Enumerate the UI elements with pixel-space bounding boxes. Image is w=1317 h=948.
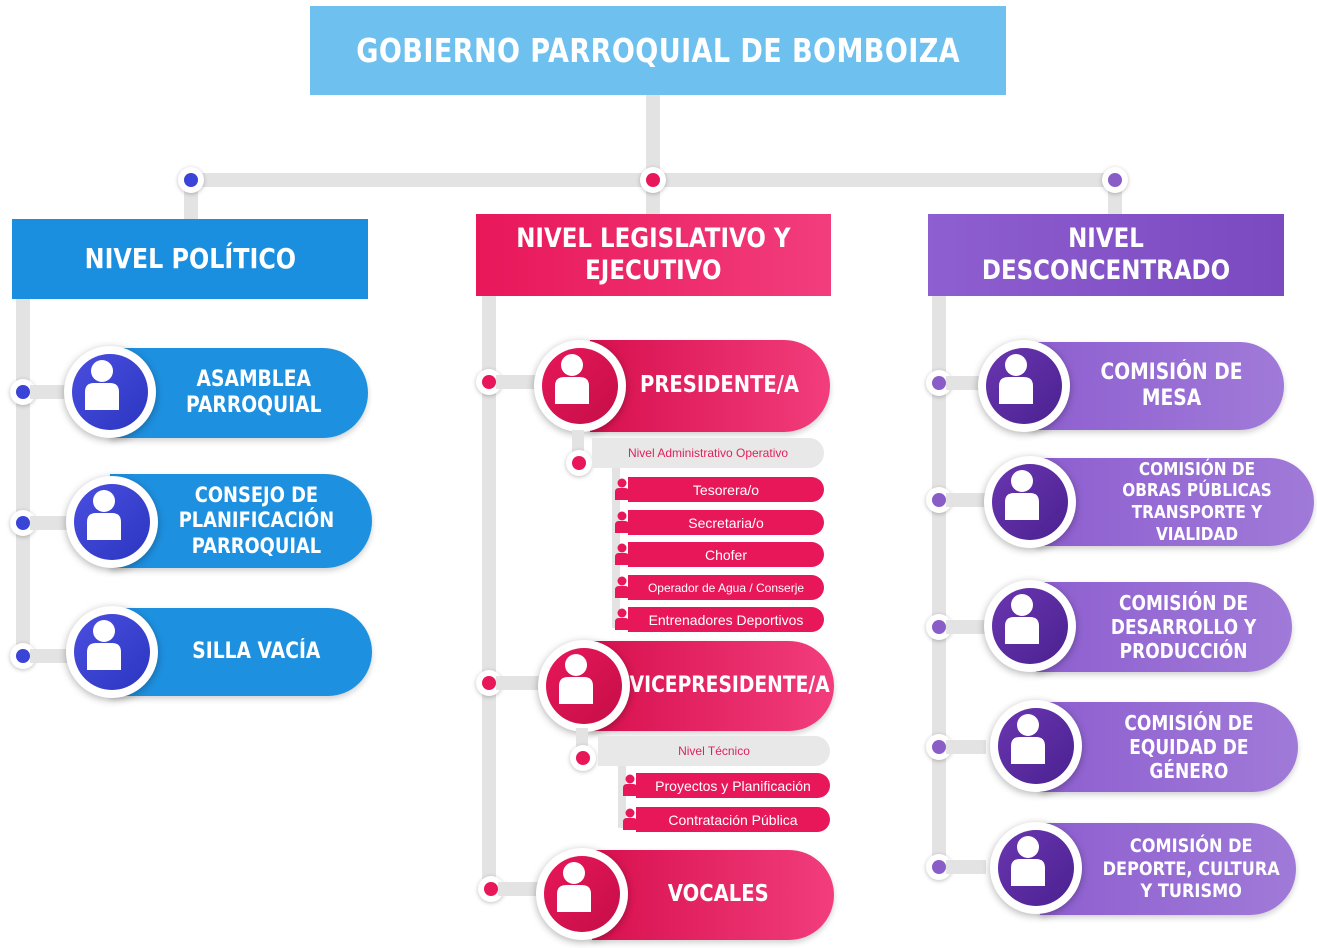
tecnico-item-contratacion: Contratación Pública [636,807,830,832]
connector-title-down [646,90,660,182]
admin-item-operador: Operador de Agua / Conserje [628,575,824,600]
desconcentrado-branch [946,860,986,874]
person-icon [984,580,1076,672]
admin-item-chofer: Chofer [628,542,824,567]
politico-item-silla-vacia: SILLA VACÍA [110,608,372,696]
desconcentrado-item-dot [926,614,952,640]
legislativo-spine [482,296,496,892]
person-icon [615,543,629,565]
person-icon [623,774,637,796]
tecnico-dot [570,745,596,771]
desconcentrado-branch [946,493,986,507]
person-icon [990,822,1082,914]
person-icon [66,476,158,568]
admin-item-secretaria: Secretaria/o [628,510,824,535]
person-icon [536,848,628,940]
admin-item-tesorera: Tesorera/o [628,477,824,502]
politico-branch [30,649,74,663]
person-icon [66,606,158,698]
desconcentrado-branch [946,620,986,634]
admin-spine [612,468,620,628]
politico-branch [30,385,74,399]
tecnico-level-header: Nivel Técnico [598,736,830,766]
person-icon [615,608,629,630]
legislativo-branch [498,882,542,896]
politico-branch [30,516,74,530]
desconcentrado-top-dot [1102,167,1128,193]
person-icon [64,346,156,438]
person-icon [615,478,629,500]
legislativo-branch [496,375,540,389]
desconcentrado-item-equidad: COMISIÓN DE EQUIDAD DE GÉNERO [1040,702,1298,792]
desconcentrado-item-deporte: COMISIÓN DE DEPORTE, CULTURA Y TURISMO [1040,823,1296,915]
person-icon [978,340,1070,432]
title-banner: GOBIERNO PARROQUIAL DE BOMBOIZA [310,6,1006,95]
person-icon [615,576,629,598]
desconcentrado-branch [946,376,986,390]
person-icon [615,511,629,533]
legislativo-top-dot [640,167,666,193]
legislativo-item-presidente: PRESIDENTE/A [590,340,830,432]
person-icon [984,456,1076,548]
legislativo-branch [496,676,540,690]
politico-spine [16,298,30,658]
header-nivel-politico: NIVEL POLÍTICO [12,219,368,299]
admin-level-header: Nivel Administrativo Operativo [592,438,824,468]
person-icon [538,640,630,732]
person-icon [623,808,637,830]
legislativo-item-vicepresidente: VICEPRESIDENTE/A [590,641,834,731]
desconcentrado-item-mesa: COMISIÓN DE MESA [1030,342,1284,430]
person-icon [990,700,1082,792]
page-title: GOBIERNO PARROQUIAL DE BOMBOIZA [356,31,960,70]
person-icon [534,340,626,432]
desconcentrado-branch [946,740,986,754]
desconcentrado-item-obras: COMISIÓN DE OBRAS PÚBLICAS TRANSPORTE Y … [1036,458,1314,546]
politico-top-dot [178,167,204,193]
admin-dot [566,450,592,476]
tecnico-item-proyectos: Proyectos y Planificación [636,773,830,798]
politico-item-dot [10,379,36,405]
header-nivel-legislativo: NIVEL LEGISLATIVO Y EJECUTIVO [476,214,831,296]
admin-item-entrenadores: Entrenadores Deportivos [628,607,824,632]
politico-item-asamblea: ASAMBLEA PARROQUIAL [110,348,368,438]
tecnico-spine [618,762,626,828]
desconcentrado-spine [932,296,946,868]
desconcentrado-item-desarrollo: COMISIÓN DE DESARROLLO Y PRODUCCIÓN [1036,582,1292,672]
legislativo-item-vocales: VOCALES [592,850,834,940]
header-nivel-desconcentrado: NIVEL DESCONCENTRADO [928,214,1284,296]
